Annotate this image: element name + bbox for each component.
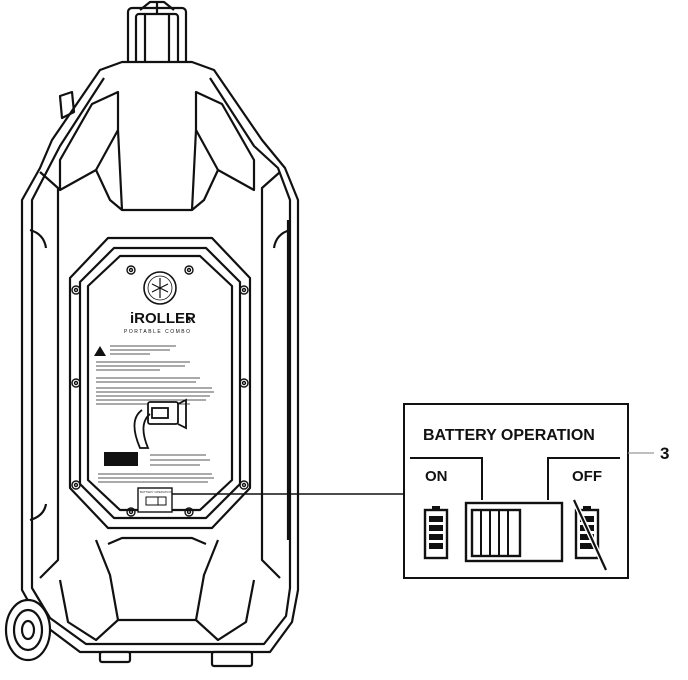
- battery-disabled-icon: [571, 498, 609, 572]
- brand-seal-logo: [143, 271, 177, 305]
- warning-text-block: [94, 345, 214, 405]
- off-label: OFF: [572, 468, 602, 485]
- barcode-block: [104, 452, 138, 466]
- rear-panel-contents: iROLLER 8 PORTABLE COMBO: [94, 271, 214, 513]
- battery-slide-switch[interactable]: [464, 501, 564, 563]
- panel-battery-switch[interactable]: BATTERY OPERATION: [137, 487, 173, 513]
- off-bracket: [547, 457, 620, 500]
- callout-number: 3: [660, 444, 669, 463]
- on-label: ON: [425, 468, 448, 485]
- strike-through-line: [572, 499, 608, 571]
- battery-full-icon: [423, 506, 449, 560]
- on-bracket: [410, 457, 483, 500]
- frame-screws: [71, 265, 249, 517]
- battery-operation-callout: BATTERY OPERATION ON OFF: [403, 403, 629, 579]
- callout-title: BATTERY OPERATION: [423, 427, 595, 444]
- wheel: [4, 598, 52, 662]
- switch-knob[interactable]: [470, 508, 522, 558]
- brand-name: iROLLER: [130, 310, 196, 327]
- brand-subtitle: PORTABLE COMBO: [124, 329, 192, 335]
- battery-clip: [133, 398, 187, 449]
- panel-switch-label: BATTERY OPERATION: [140, 490, 172, 494]
- model-number: 8: [186, 315, 191, 325]
- warning-icon: [94, 346, 106, 356]
